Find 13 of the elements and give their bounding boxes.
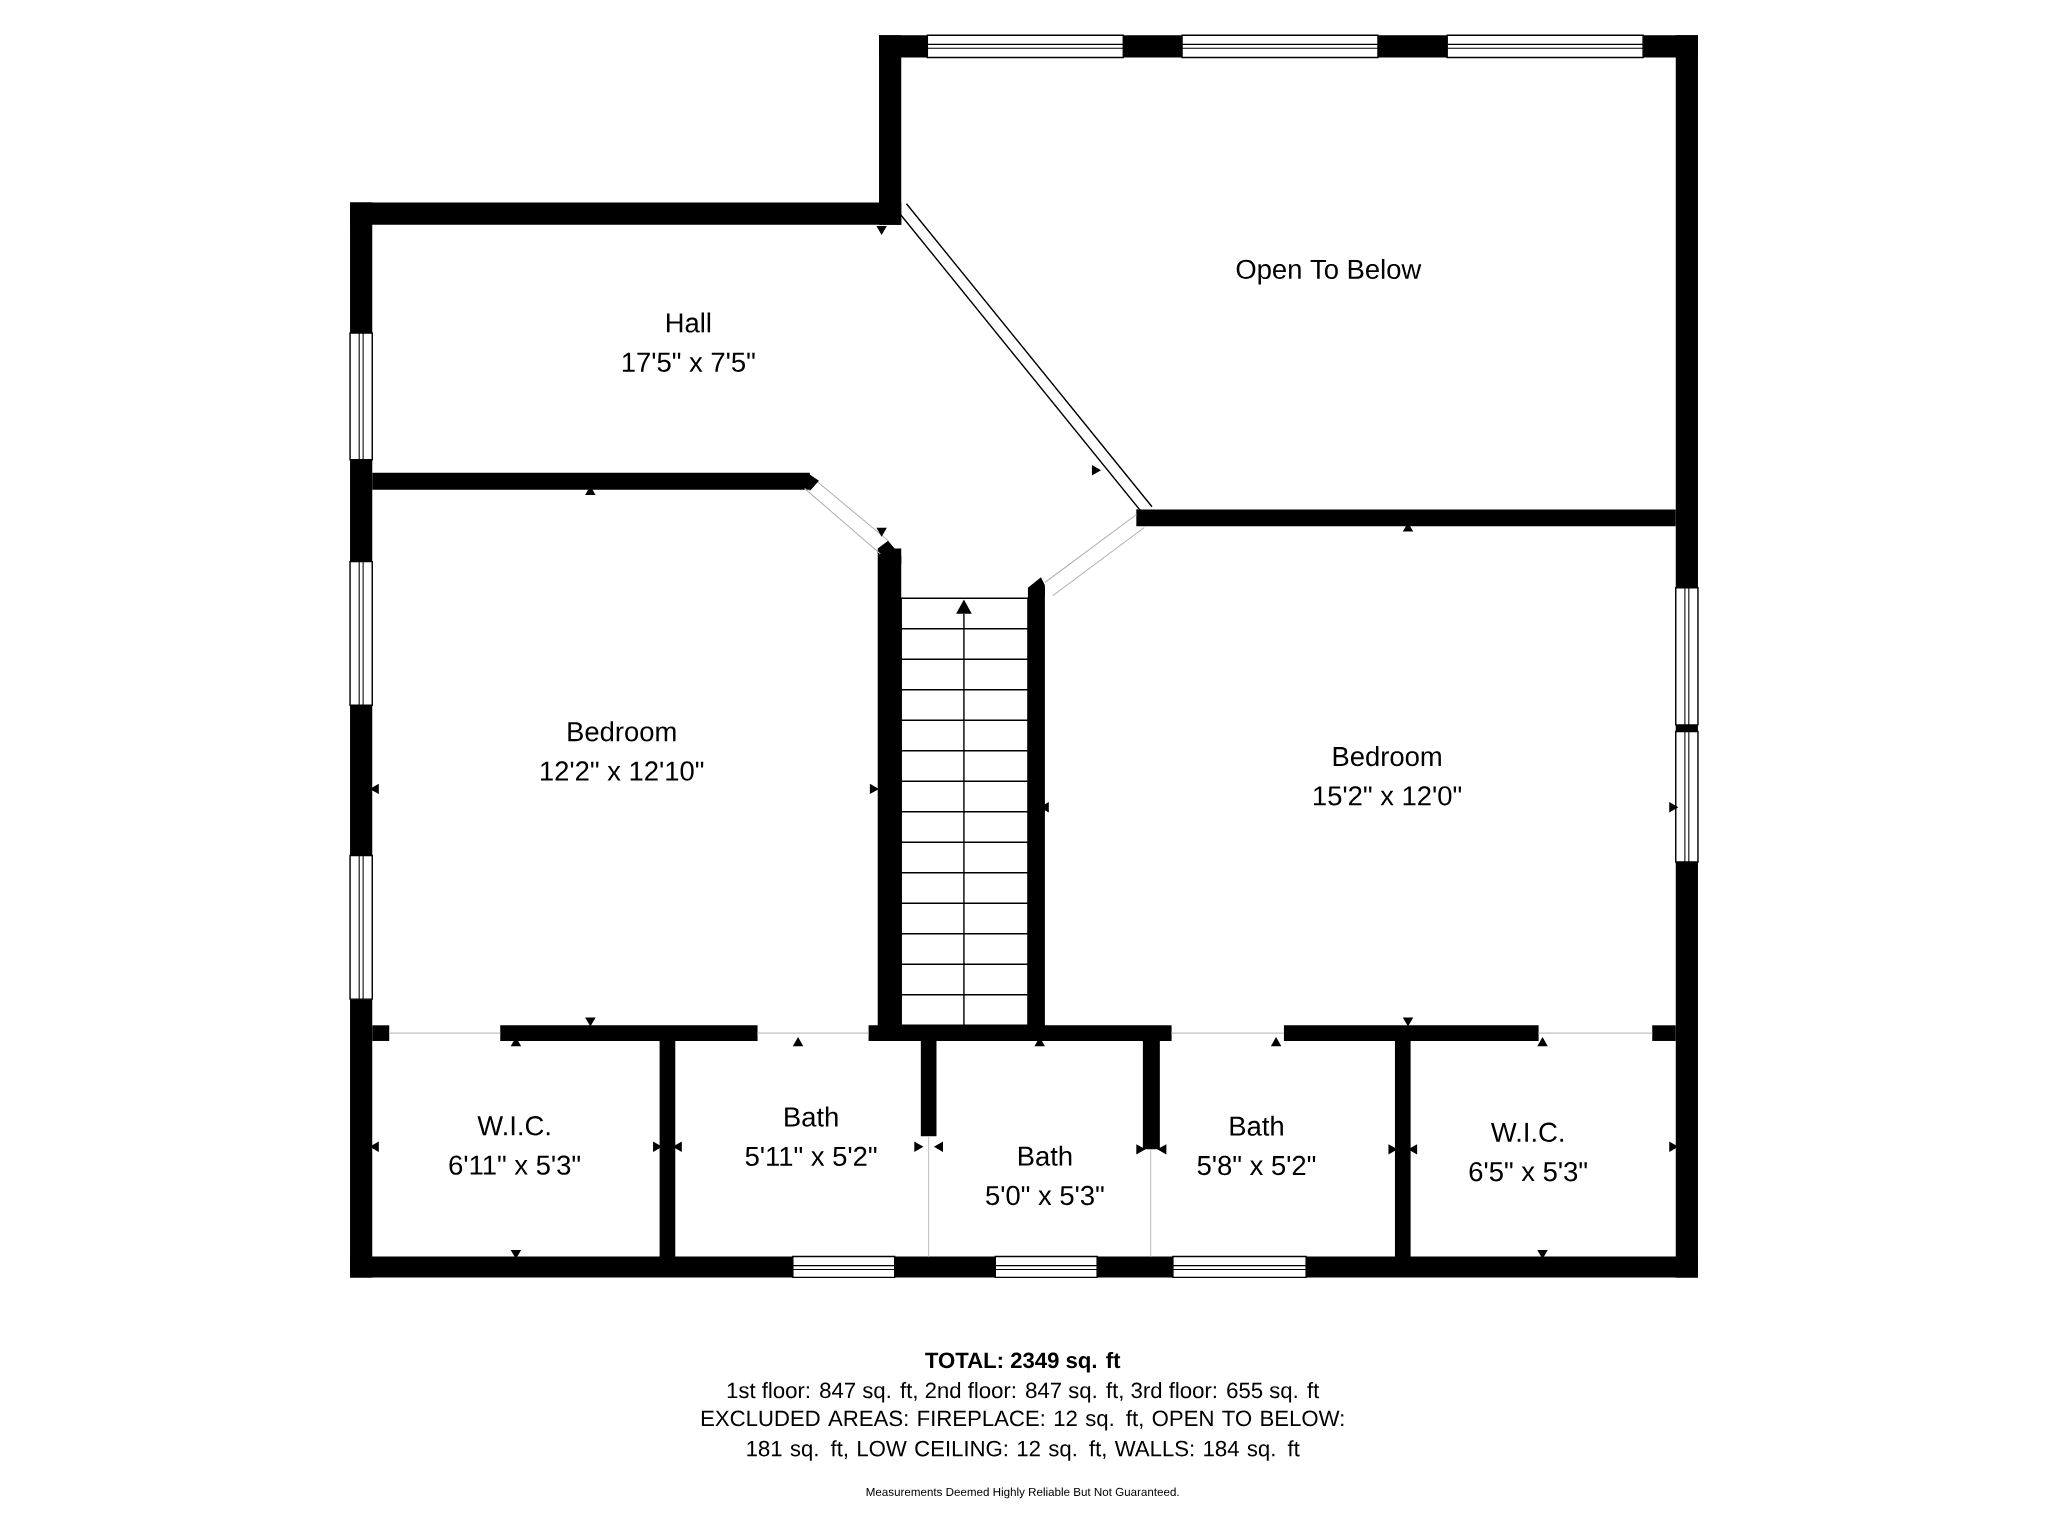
room-label: Open To Below xyxy=(1236,258,1422,285)
disclaimer-text: Measurements Deemed Highly Reliable But Not Guaranteed. xyxy=(866,1487,1179,1499)
total-area-text: TOTAL: 2349 sq. ft xyxy=(925,1351,1121,1373)
room-label: Bath 5'0" x 5'3" xyxy=(986,1145,1104,1206)
room-label: Bath 5'11" x 5'2" xyxy=(745,1106,877,1167)
room-label: Bedroom 15'2" x 12'0" xyxy=(1314,746,1462,806)
excluded-areas-text: EXCLUDED AREAS: FIREPLACE: 12 sq. ft, OPEN TO BELOW: 181 sq. ft, LOW CEILING: 12 sq. ft, WALLS: 184 sq. ft xyxy=(701,1410,1344,1461)
floor-area-text: 1st floor: 847 sq. ft, 2nd floor: 847 sq. ft, 3rd floor: 655 sq. ft xyxy=(727,1382,1320,1403)
room-label: Hall 17'5" x 7'5" xyxy=(622,312,755,372)
room-label: Bedroom 12'2" x 12'10" xyxy=(541,721,704,781)
room-label: W.I.C. 6'11" x 5'3" xyxy=(449,1116,580,1175)
room-label: W.I.C. 6'5" x 5'3" xyxy=(1469,1122,1587,1182)
room-label: Bath 5'8" x 5'2" xyxy=(1197,1115,1316,1176)
